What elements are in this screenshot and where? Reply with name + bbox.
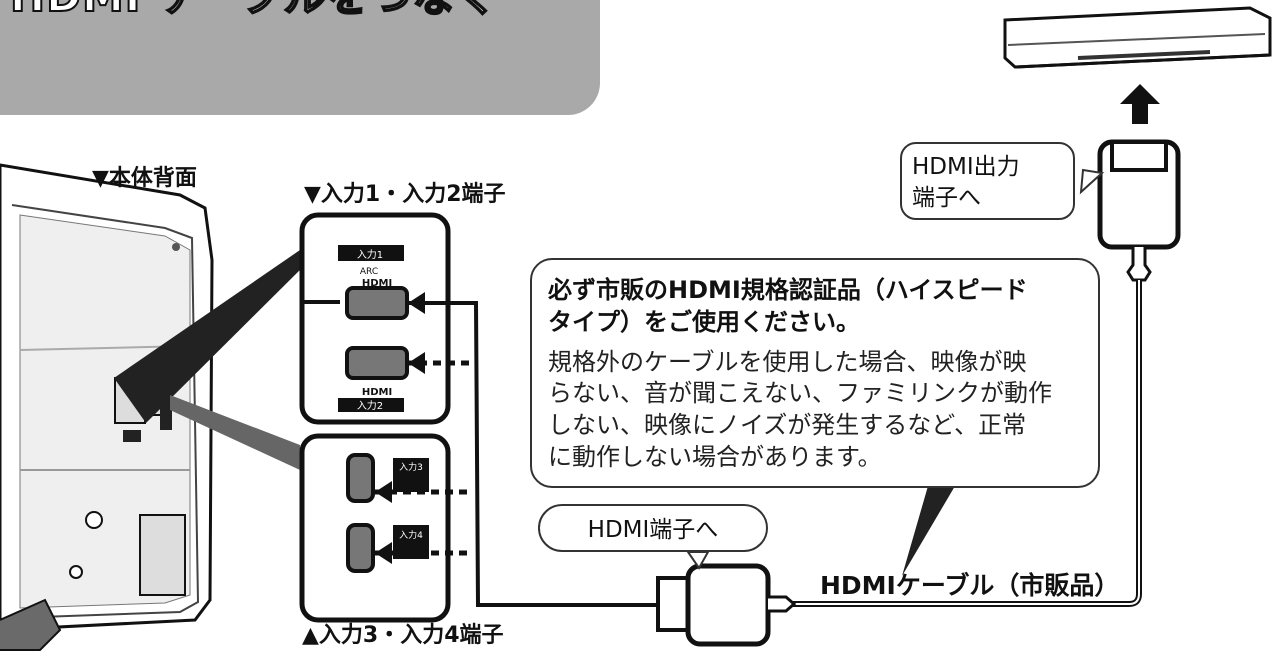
arc-mark: ARC — [360, 267, 378, 277]
input-3-4-panel — [299, 433, 472, 623]
cable-requirement-note: 必ず市販のHDMI規格認証品（ハイスピード タイプ）をご使用ください。 規格外の… — [530, 258, 1100, 488]
input-1-mark: 入力1 — [357, 248, 383, 261]
input-1-2-label: ▼入力1・入力2端子 — [304, 182, 506, 207]
recorder-device — [1003, 6, 1272, 69]
hdmi-input-label: HDMI端子へ — [587, 517, 719, 543]
note-headline-line-2: タイプ）をご使用ください。 — [548, 308, 860, 337]
upward-arrow — [1120, 84, 1160, 124]
hdmi-cable-label: HDMIケーブル（市販品） — [820, 571, 1120, 600]
title-panel: HDMI ケーブルをつなぐ — [0, 0, 600, 115]
hdmi-output-label-line-2: 端子へ — [912, 185, 981, 212]
hdmi-input-callout: HDMI端子へ — [538, 504, 768, 552]
note-body-line-1: 規格外のケーブルを使用した場合、映像が映 — [548, 347, 1027, 376]
input-3-mark: 入力3 — [399, 461, 423, 473]
note-body-line-2: らない、音が聞こえない、ファミリンクが動作 — [548, 379, 1052, 408]
note-body-line-3: しない、映像にノイズが発生するなど、正常 — [548, 411, 1027, 440]
input-2-mark: 入力2 — [357, 399, 383, 412]
hdmi-output-label-line-1: HDMI出力 — [912, 154, 1020, 180]
input-1-2-panel — [299, 212, 660, 607]
hdmi-logo-mark: HDMI — [362, 278, 392, 289]
hdmi-logo-mark-lower: HDMI — [362, 387, 392, 398]
page-title: HDMI ケーブルをつなぐ — [9, 0, 499, 19]
callout-pointers — [686, 168, 1105, 576]
input-4-mark: 入力4 — [399, 529, 423, 541]
note-headline-line-1: 必ず市販のHDMI規格認証品（ハイスピード — [548, 276, 1028, 304]
tv-rear-view — [0, 163, 312, 651]
input-3-4-label: ▲入力3・入力4端子 — [302, 623, 504, 648]
hdmi-cable-bottom-connector — [656, 563, 797, 647]
hdmi-cable-top-connector — [785, 139, 1181, 607]
hdmi-output-callout: HDMI出力 端子へ — [900, 142, 1075, 220]
rear-view-label: ▼本体背面 — [92, 166, 197, 191]
note-body-line-4: に動作しない場合があります。 — [548, 442, 882, 471]
port-markings: 入力1 ARC HDMI HDMI 入力2 入力3 入力4 — [357, 248, 423, 541]
